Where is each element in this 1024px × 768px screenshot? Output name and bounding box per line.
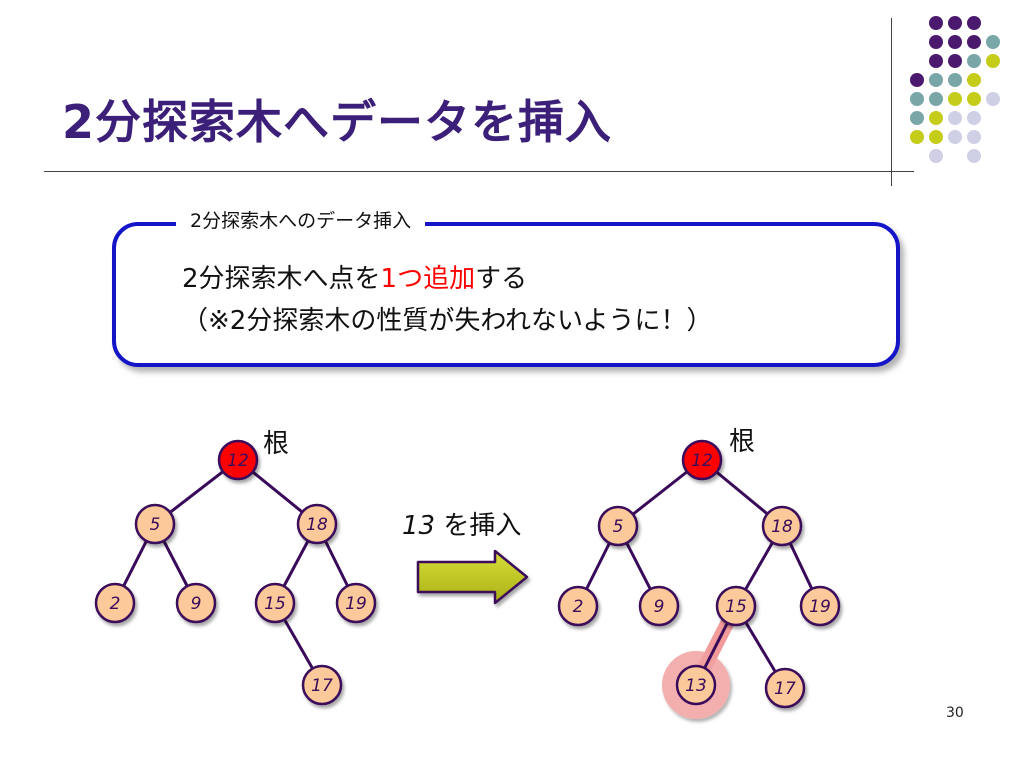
- before-node-2-label: 2: [110, 594, 121, 614]
- insert-arrow: 13 を挿入: [402, 511, 529, 605]
- before-tree: 12 5 18 2 9 15: [94, 429, 377, 706]
- decorative-dot: [967, 92, 981, 106]
- insert-arrow-label: 13 を挿入: [402, 511, 521, 541]
- before-node-5-label: 5: [150, 515, 161, 535]
- before-node-15: 15: [254, 582, 296, 624]
- slide-title: 2分探索木へデータを挿入: [62, 95, 613, 149]
- decorative-dot: [986, 35, 1000, 49]
- after-node-18: 18: [761, 505, 803, 547]
- after-node-17-label: 17: [774, 679, 796, 699]
- decorative-dot: [948, 16, 962, 30]
- before-node-15-label: 15: [264, 594, 286, 614]
- after-root-label: 根: [729, 427, 755, 457]
- decorative-dot: [929, 73, 943, 87]
- after-node-12-label: 12: [691, 451, 713, 471]
- after-node-5: 5: [597, 505, 639, 547]
- after-node-5-label: 5: [613, 517, 624, 537]
- after-node-13: 13: [675, 664, 717, 706]
- callout-line-2: （※2分探索木の性質が失われないように！）: [182, 306, 713, 336]
- before-node-9: 9: [175, 582, 217, 624]
- callout-box: [112, 222, 900, 367]
- before-node-12-label: 12: [227, 451, 249, 471]
- after-node-18-label: 18: [771, 517, 793, 537]
- decorative-dot: [948, 111, 962, 125]
- decorative-dot: [929, 16, 943, 30]
- after-node-2-label: 2: [573, 597, 584, 617]
- callout-legend: 2分探索木へのデータ挿入: [176, 206, 426, 236]
- before-node-12: 12: [217, 439, 259, 481]
- after-node-9-label: 9: [654, 597, 665, 617]
- decorative-dot: [967, 35, 981, 49]
- decorative-dot: [929, 54, 943, 68]
- decorative-dot: [948, 130, 962, 144]
- decorative-dot: [929, 130, 943, 144]
- after-node-13-label: 13: [685, 676, 707, 696]
- decorative-dot: [929, 92, 943, 106]
- decorative-dot: [967, 111, 981, 125]
- before-node-19: 19: [335, 582, 377, 624]
- decorative-dot: [948, 35, 962, 49]
- decorative-dot: [967, 73, 981, 87]
- title-vertical-divider: [891, 18, 892, 186]
- decorative-dot: [967, 130, 981, 144]
- decorative-dot: [910, 111, 924, 125]
- title-divider: [44, 171, 914, 172]
- before-node-9-label: 9: [191, 594, 202, 614]
- after-node-15-label: 15: [725, 597, 747, 617]
- before-node-5: 5: [134, 503, 176, 545]
- decorative-dot-grid: [900, 12, 1020, 172]
- decorative-dot: [910, 73, 924, 87]
- callout-line-1-after: する: [475, 264, 528, 294]
- decorative-dot: [929, 111, 943, 125]
- callout-line-1-before: 2分探索木へ点を: [182, 264, 381, 294]
- before-node-19-label: 19: [345, 594, 367, 614]
- decorative-dot: [948, 54, 962, 68]
- before-node-2: 2: [94, 582, 136, 624]
- before-node-18: 18: [296, 503, 338, 545]
- insert-text: を挿入: [435, 511, 521, 541]
- callout-highlight: 1つ追加: [380, 264, 476, 294]
- page-number: 30: [946, 705, 964, 721]
- before-root-label: 根: [263, 429, 289, 459]
- decorative-dot: [948, 73, 962, 87]
- decorative-dot: [929, 35, 943, 49]
- arrow-shape: [416, 549, 529, 605]
- after-node-15: 15: [715, 585, 757, 627]
- decorative-dot: [967, 54, 981, 68]
- decorative-dot: [967, 149, 981, 163]
- decorative-dot: [967, 16, 981, 30]
- after-tree: 12 5 18 2 9 15: [557, 427, 841, 719]
- after-node-17: 17: [764, 667, 806, 709]
- callout-line-1: 2分探索木へ点を1つ追加する: [182, 258, 527, 295]
- decorative-dot: [986, 92, 1000, 106]
- decorative-dot: [929, 149, 943, 163]
- before-node-17: 17: [301, 664, 343, 706]
- after-node-12: 12: [681, 439, 723, 481]
- before-node-18-label: 18: [306, 515, 328, 535]
- decorative-dot: [910, 130, 924, 144]
- after-node-19: 19: [799, 585, 841, 627]
- after-node-2: 2: [557, 585, 599, 627]
- before-node-17-label: 17: [311, 676, 333, 696]
- decorative-dot: [910, 92, 924, 106]
- after-node-9: 9: [638, 585, 680, 627]
- decorative-dot: [948, 92, 962, 106]
- insert-number: 13: [402, 511, 435, 541]
- decorative-dot: [986, 54, 1000, 68]
- after-node-19-label: 19: [809, 597, 831, 617]
